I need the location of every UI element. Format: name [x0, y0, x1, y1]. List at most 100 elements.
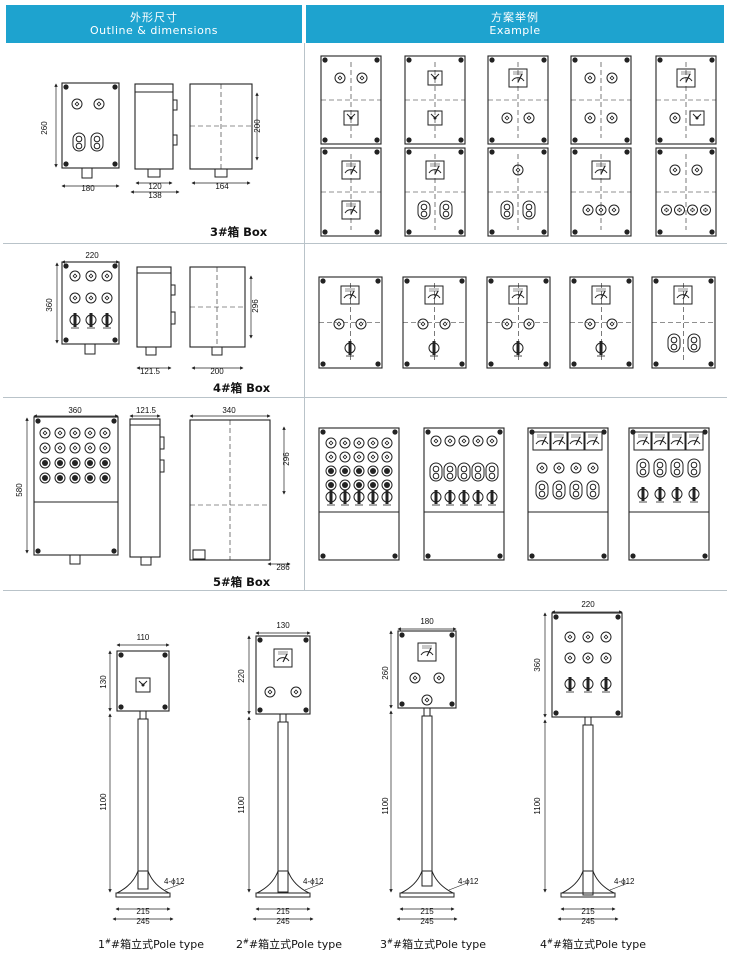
pole1-dim-pole: 1100 — [99, 793, 108, 811]
pole3-dim-pole: 1100 — [381, 797, 390, 815]
box4-dim-back-w: 200 — [210, 367, 224, 376]
pole4-dim-holes: 4-ϕ12 — [614, 877, 635, 886]
pole1-dim-base1: 215 — [136, 907, 150, 916]
pole1-base-plate — [115, 892, 171, 898]
pole3-caption: 3##箱立式Pole type — [380, 937, 486, 951]
ex5-1-frame — [423, 427, 505, 561]
pole2-dim-h: 220 — [237, 669, 246, 683]
row-divider-3 — [3, 590, 727, 591]
ex5-2 — [527, 427, 609, 561]
box5-side-lid — [129, 418, 161, 426]
box4-dim-side: 121.5 — [140, 367, 161, 376]
pole4-dim-pole: 1100 — [533, 797, 542, 815]
ex5-3-frame — [628, 427, 710, 561]
box3-dim-side1: 120 — [148, 182, 162, 191]
box4-side-stub-2 — [170, 311, 176, 325]
box3-dim-back-w: 164 — [215, 182, 229, 191]
pole4-dim-h: 360 — [533, 658, 542, 672]
box3-gland — [81, 167, 93, 179]
ex4-4 — [651, 276, 716, 369]
header-outline-cn: 外形尺寸 — [130, 11, 178, 24]
ex4-2 — [486, 276, 551, 369]
pole3-pole-tube — [421, 715, 433, 887]
pole1-dim-w: 110 — [137, 633, 150, 642]
box3-side-gland — [147, 168, 161, 178]
ex3-1-2 — [487, 147, 549, 237]
box4-dim-width: 220 — [85, 251, 99, 260]
pole3-label: #箱立式Pole type — [392, 938, 486, 951]
ex5-1 — [423, 427, 505, 561]
ex3-1-3 — [570, 147, 632, 237]
box3-dim-height: 260 — [40, 121, 49, 135]
box4-caption: 4#箱 Box — [213, 381, 271, 395]
row-divider-2 — [3, 397, 727, 398]
box5-gland — [69, 554, 81, 565]
row-divider-1 — [3, 243, 727, 244]
pole1-caption: 1##箱立式Pole type — [98, 937, 204, 951]
pole1-holes-leader — [164, 882, 184, 891]
box3-dim-side2: 138 — [148, 191, 162, 200]
box5-back-gland — [192, 549, 206, 560]
ex5-0-frame — [318, 427, 400, 561]
pole2-dim-w: 130 — [276, 621, 290, 630]
pole2-dim-base2: 245 — [276, 917, 290, 926]
box5-dim-back-h: 296 — [282, 452, 291, 466]
pole4-label: #箱立式Pole type — [552, 938, 646, 951]
box4-side-lid — [136, 266, 172, 274]
pole2-holes-leader — [304, 882, 324, 891]
header-example: 方案举例 Example — [306, 5, 724, 43]
box3-side-stub-1 — [172, 99, 178, 111]
box3-dim-back-h: 200 — [253, 119, 262, 133]
pole2-base-plate — [255, 892, 311, 898]
pole4-pole-tube — [582, 724, 594, 896]
pole2-dim-holes: 4-ϕ12 — [303, 877, 324, 886]
pole1-label: #箱立式Pole type — [110, 938, 204, 951]
pole4-num: 4 — [540, 938, 547, 951]
ex4-1 — [402, 276, 467, 369]
box5-caption: 5#箱 Box — [213, 575, 271, 589]
box5-dim-side: 121.5 — [136, 406, 157, 415]
pole3-num: 3 — [380, 938, 387, 951]
pole1-pole-tube — [137, 718, 149, 890]
pole4-dim-w: 220 — [581, 600, 595, 609]
pole1-dim-base2: 245 — [136, 917, 150, 926]
header-example-en: Example — [489, 24, 541, 37]
box3-side-stub-2 — [172, 134, 178, 146]
pole3-dim-holes: 4-ϕ12 — [458, 877, 479, 886]
ex5-0 — [318, 427, 400, 561]
box5-side-stub-1 — [159, 436, 165, 450]
pole4-dim-base1: 215 — [581, 907, 595, 916]
header-outline-en: Outline & dimensions — [89, 24, 219, 37]
pole2-dim-base1: 215 — [276, 907, 290, 916]
ex4-3 — [569, 276, 634, 369]
pole3-dim-base2: 245 — [420, 917, 434, 926]
pole4-dim-base2: 245 — [581, 917, 595, 926]
box4-gland — [84, 343, 96, 355]
ex4-0 — [318, 276, 383, 369]
ex3-0-0 — [320, 55, 382, 145]
pole1-num: 1 — [98, 938, 105, 951]
box4-side-stub-1 — [170, 284, 176, 296]
box3-caption: 3#箱 Box — [210, 225, 268, 239]
pole3-dim-w: 180 — [420, 617, 434, 626]
box3-back-gland — [214, 168, 228, 178]
box5-dim-width: 360 — [68, 406, 82, 415]
box5-side-gland — [140, 556, 152, 566]
pole3-dim-base1: 215 — [420, 907, 434, 916]
box5-dim-height: 580 — [15, 483, 24, 497]
pole2-num: 2 — [236, 938, 243, 951]
box4-back-gland — [211, 346, 223, 356]
pole4-base-plate — [560, 892, 616, 898]
box3-side-lid — [134, 83, 174, 93]
pole4-holes-leader — [609, 882, 629, 891]
ex3-1-4 — [655, 147, 717, 237]
ex3-1-1 — [404, 147, 466, 237]
pole3-dim-h: 260 — [381, 666, 390, 680]
box5-side-stub-2 — [159, 459, 165, 473]
box3-dim-width: 180 — [81, 184, 95, 193]
pole2-dim-pole: 1100 — [237, 796, 246, 814]
ex5-3 — [628, 427, 710, 561]
ex3-0-4 — [655, 55, 717, 145]
